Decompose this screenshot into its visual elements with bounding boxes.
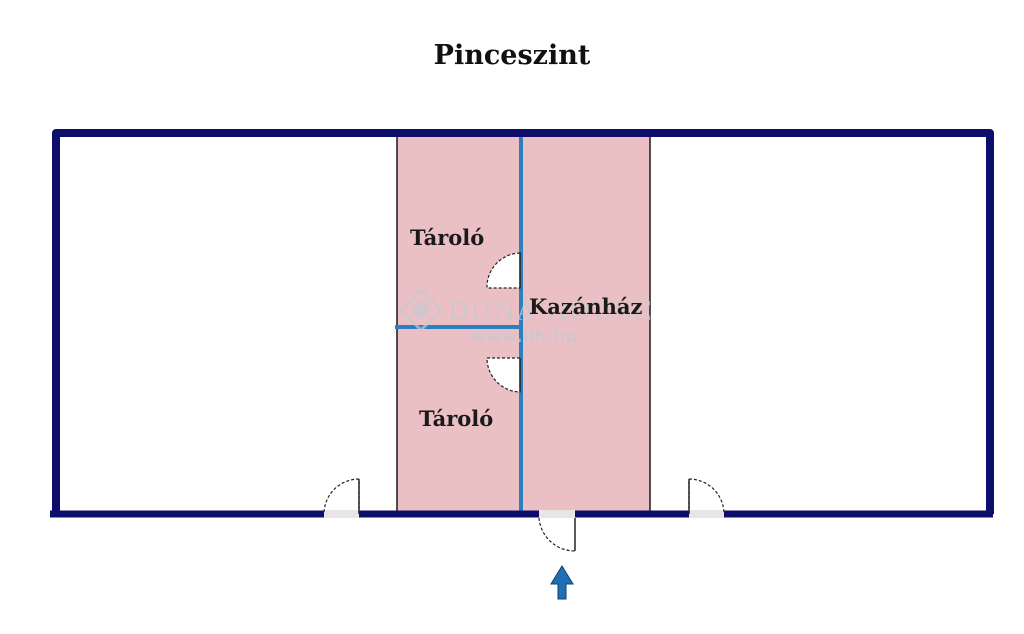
door-right (688, 478, 725, 515)
plan-title: Pinceszint (433, 40, 591, 71)
boiler-room-fill (521, 134, 650, 514)
watermark-brand: DUNA HOUSE (448, 297, 653, 327)
door-entrance (538, 517, 576, 552)
door-gap-left (324, 510, 359, 518)
door-gap-right (689, 510, 724, 518)
watermark-url: www.dh.hu (470, 327, 577, 347)
storage-area-fill (397, 134, 521, 514)
room-label-storage-lower: Tároló (419, 406, 493, 431)
room-label-boiler-room: Kazánház (529, 294, 643, 319)
door-left (323, 478, 360, 515)
watermark-logo-icon (398, 287, 444, 333)
door-storage-upper (486, 252, 521, 289)
up-arrow-icon (550, 565, 574, 600)
watermark: DUNA HOUSE www.dh.hu (398, 287, 653, 347)
door-gap-entrance (539, 510, 575, 518)
door-storage-lower (486, 357, 521, 393)
outer-wall (52, 129, 994, 514)
room-label-storage-upper: Tároló (410, 225, 484, 250)
